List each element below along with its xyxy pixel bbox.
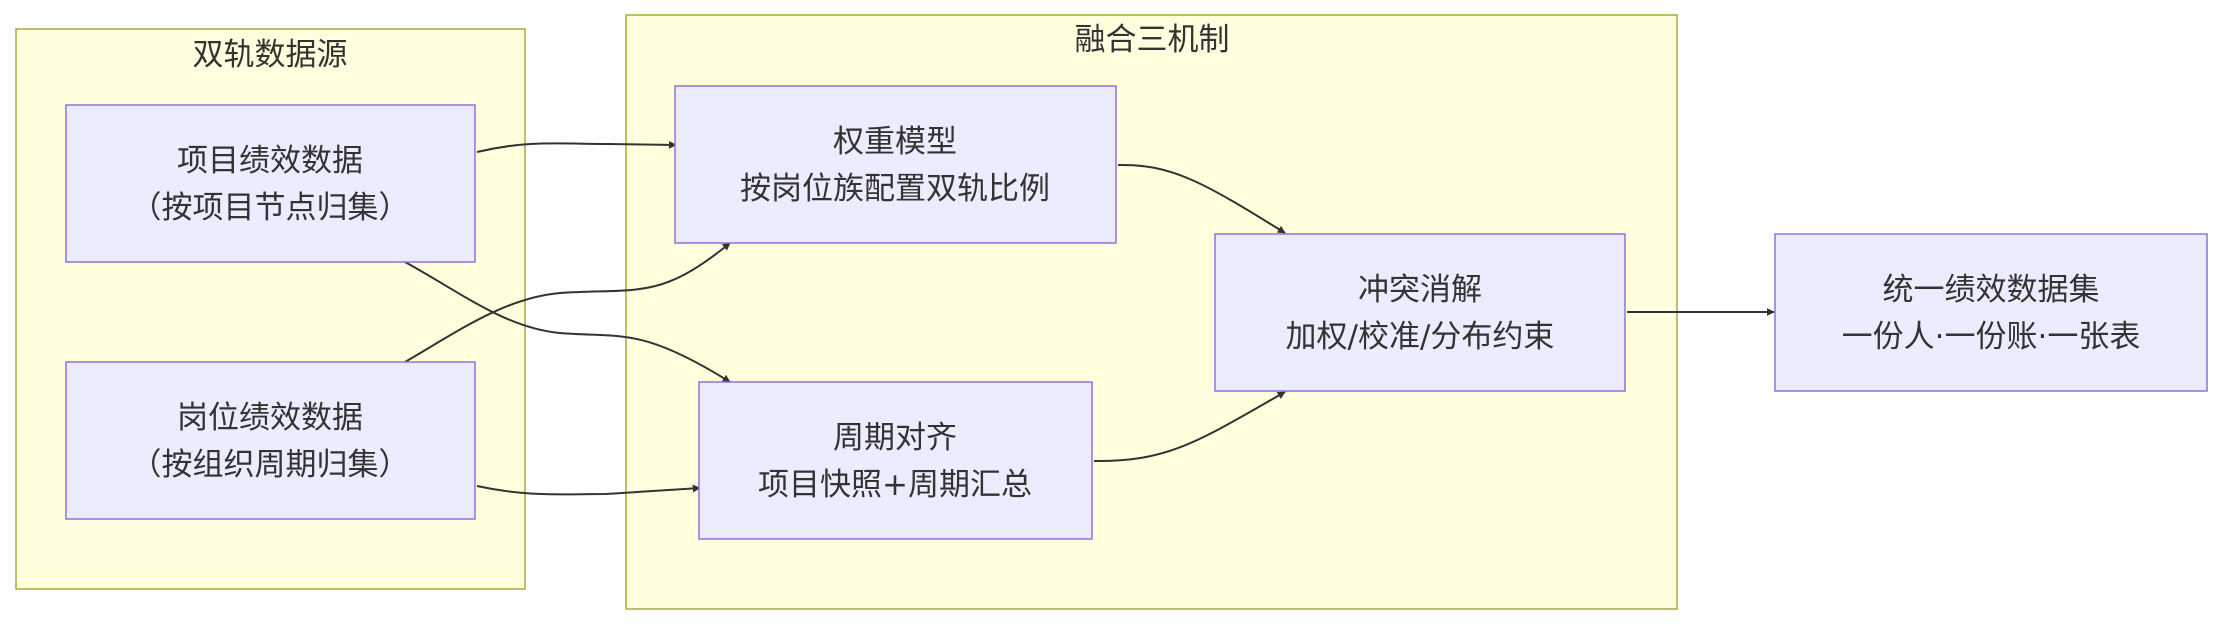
node-weight-line1: 权重模型 — [833, 124, 957, 160]
node-conflict-line1: 冲突消解 — [1358, 272, 1482, 308]
edge-period-to-conflict — [1093, 391, 1286, 463]
node-period-line2: 项目快照+周期汇总 — [758, 467, 1032, 503]
node-position-line2: （按组织周期归集） — [131, 447, 410, 483]
edge-position-to-period — [476, 484, 701, 496]
node-project-line2: （按项目节点归集） — [131, 190, 410, 226]
edge-weight-to-conflict — [1117, 163, 1286, 234]
cluster-title-sources: 双轨数据源 — [193, 37, 348, 73]
cluster-title-fusion: 融合三机制 — [1075, 22, 1230, 58]
node-period-line1: 周期对齐 — [833, 420, 957, 456]
edges — [404, 140, 1775, 496]
node-conflict-line2: 加权/校准/分布约束 — [1286, 319, 1555, 355]
node-project-performance-data: 项目绩效数据 （按项目节点归集） — [65, 104, 476, 263]
node-unified-dataset: 统一绩效数据集 一份人·一份账·一张表 — [1774, 233, 2208, 392]
node-project-line1: 项目绩效数据 — [177, 143, 363, 179]
node-position-performance-data: 岗位绩效数据 （按组织周期归集） — [65, 361, 476, 520]
node-weight-model: 权重模型 按岗位族配置双轨比例 — [674, 85, 1117, 244]
node-position-line1: 岗位绩效数据 — [177, 400, 363, 436]
node-unified-line2: 一份人·一份账·一张表 — [1842, 319, 2141, 355]
node-period-alignment: 周期对齐 项目快照+周期汇总 — [698, 381, 1093, 540]
node-unified-line1: 统一绩效数据集 — [1883, 272, 2100, 308]
node-conflict-resolution: 冲突消解 加权/校准/分布约束 — [1214, 233, 1626, 392]
edge-position-to-weight — [404, 242, 731, 363]
node-weight-line2: 按岗位族配置双轨比例 — [740, 171, 1050, 207]
edge-project-to-period — [404, 261, 731, 383]
edge-project-to-weight — [476, 140, 677, 153]
